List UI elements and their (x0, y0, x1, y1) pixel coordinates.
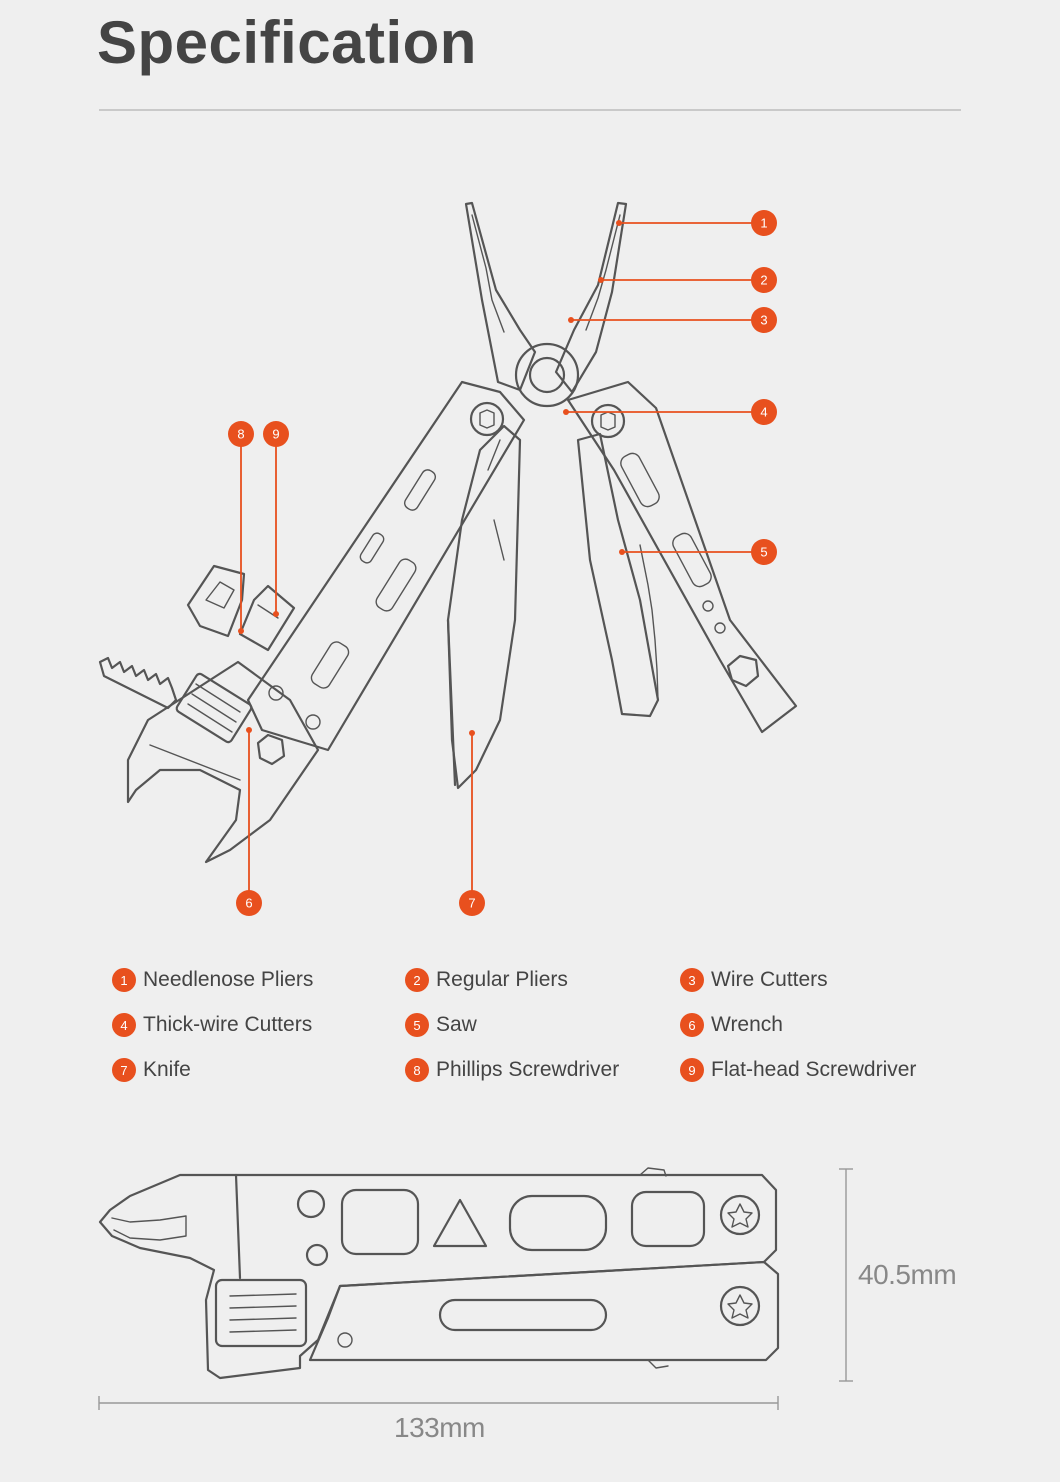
callout-leaders (238, 220, 764, 903)
saw-illustration (576, 432, 660, 718)
legend-badge: 4 (112, 1013, 136, 1037)
pliers-head-illustration (464, 201, 628, 408)
callout-badges: 1 2 3 4 5 6 7 8 9 (228, 210, 777, 916)
legend-label: Regular Pliers (436, 968, 568, 991)
title-divider (99, 109, 961, 111)
callout-badge: 3 (751, 307, 777, 333)
right-handle-illustration (566, 380, 798, 734)
legend-label: Thick-wire Cutters (143, 1013, 313, 1036)
page-title: Specification (97, 9, 477, 76)
legend-label: Wire Cutters (711, 968, 828, 991)
callout-badge: 4 (751, 399, 777, 425)
callout-badge: 5 (751, 539, 777, 565)
legend-item: 3 Wire Cutters (680, 968, 828, 992)
callout-badge: 9 (263, 421, 289, 447)
legend-item: 2 Regular Pliers (405, 968, 568, 992)
legend-badge: 1 (112, 968, 136, 992)
legend-badge: 7 (112, 1058, 136, 1082)
legend-item: 5 Saw (405, 1013, 477, 1037)
folded-tool-illustration (98, 1167, 780, 1380)
legend-item: 7 Knife (112, 1058, 191, 1082)
wrench-illustration (98, 656, 320, 864)
legend-badge: 9 (680, 1058, 704, 1082)
svg-text:5: 5 (760, 545, 767, 560)
legend-label: Needlenose Pliers (143, 968, 314, 991)
svg-text:9: 9 (272, 427, 279, 442)
legend-label: Phillips Screwdriver (436, 1058, 620, 1081)
legend-badge: 6 (680, 1013, 704, 1037)
legend-item: 4 Thick-wire Cutters (112, 1013, 312, 1037)
legend-label: Wrench (711, 1013, 783, 1036)
svg-text:2: 2 (760, 273, 767, 288)
legend-label: Flat-head Screwdriver (711, 1058, 917, 1081)
legend-item: 8 Phillips Screwdriver (405, 1058, 619, 1082)
length-dimension-label: 133mm (394, 1412, 485, 1443)
svg-text:3: 3 (760, 313, 767, 328)
legend-label: Saw (436, 1013, 477, 1036)
svg-text:4: 4 (760, 405, 767, 420)
legend-item: 6 Wrench (680, 1013, 783, 1037)
legend-badge: 5 (405, 1013, 429, 1037)
height-dimension-label: 40.5mm (858, 1259, 957, 1290)
callout-badge: 6 (236, 890, 262, 916)
svg-text:8: 8 (237, 427, 244, 442)
callout-badge: 2 (751, 267, 777, 293)
legend-badge: 8 (405, 1058, 429, 1082)
legend-label: Knife (143, 1058, 191, 1081)
callout-badge: 7 (459, 890, 485, 916)
svg-text:1: 1 (760, 216, 767, 231)
callout-badge: 1 (751, 210, 777, 236)
legend-item: 1 Needlenose Pliers (112, 968, 313, 992)
legend-badge: 2 (405, 968, 429, 992)
height-dimension-line (839, 1168, 853, 1382)
callout-badge: 8 (228, 421, 254, 447)
svg-text:7: 7 (468, 896, 475, 911)
left-handle-illustration (246, 380, 526, 752)
length-dimension-line (98, 1396, 779, 1410)
svg-text:6: 6 (245, 896, 252, 911)
knife-illustration (446, 424, 522, 790)
legend-item: 9 Flat-head Screwdriver (680, 1058, 916, 1082)
legend-badge: 3 (680, 968, 704, 992)
